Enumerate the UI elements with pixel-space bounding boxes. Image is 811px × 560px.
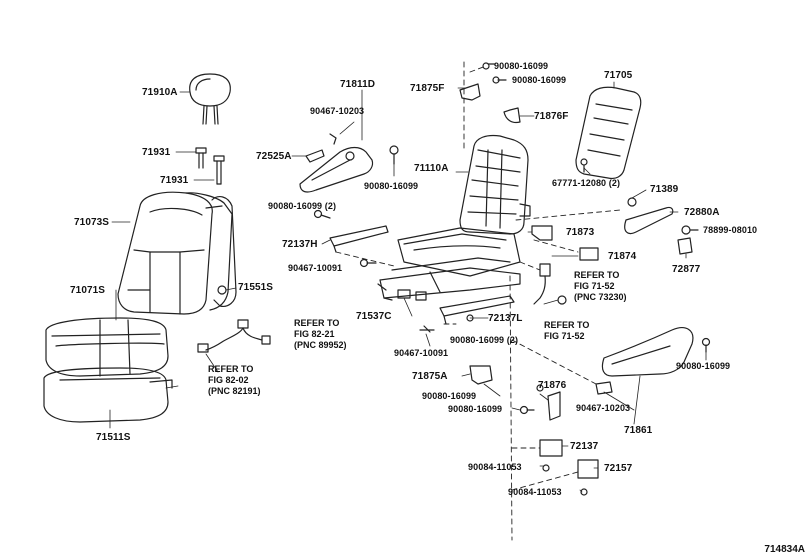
clip-drawing — [305, 149, 325, 163]
bolt-drawing — [313, 145, 399, 268]
part-label: 71811D — [340, 79, 376, 90]
part-label: 71551S — [238, 282, 274, 293]
part-label: 90080-16099 — [494, 61, 549, 71]
rail-cover-drawing — [329, 225, 389, 253]
part-label: 71931 — [160, 175, 189, 186]
hinge-cover-drawing — [299, 133, 374, 193]
part-label: 90467-10091 — [394, 348, 449, 358]
back-board-drawing — [575, 86, 642, 180]
part-label: 72137 — [570, 441, 599, 452]
part-label: 72877 — [672, 264, 701, 275]
diagram-code: 714834A — [764, 544, 805, 555]
part-label: 71875A — [412, 371, 448, 382]
part-label: 71861 — [624, 425, 653, 436]
part-label: 90467-10203 — [310, 106, 365, 116]
part-label: 90080-16099 — [676, 361, 731, 371]
upper-bracket-drawing — [459, 62, 521, 124]
part-label: 90080-16099 — [448, 404, 503, 414]
part-label: 90080-16099 — [364, 181, 419, 191]
part-label: 71876F — [534, 111, 569, 122]
headrest-guide-drawing — [195, 147, 225, 185]
lower-bracket-drawing — [469, 365, 561, 421]
part-label: 71389 — [650, 184, 679, 195]
part-label: 71910A — [142, 87, 178, 98]
part-label: 67771-12080 (2) — [552, 178, 621, 188]
part-label: 71705 — [604, 70, 633, 81]
seatback-cover-drawing — [117, 191, 233, 315]
part-label: 71110A — [414, 163, 449, 174]
part-label: 90080-16099 (2) — [268, 201, 337, 211]
part-label: 71875F — [410, 83, 445, 94]
part-label: 90084-11053 — [468, 462, 522, 472]
part-label: 71537C — [356, 311, 392, 322]
small-bracket-drawing — [531, 225, 599, 261]
part-label: 72525A — [256, 151, 292, 162]
part-label: 90467-10203 — [576, 403, 631, 413]
part-label: 71874 — [608, 251, 637, 262]
part-label: 72137H — [282, 239, 318, 250]
part-label: 71931 — [142, 147, 171, 158]
part-label: 90084-11053 — [508, 487, 562, 497]
part-label: 71873 — [566, 227, 595, 238]
part-label: 72137L — [488, 313, 523, 324]
part-label: 71511S — [96, 432, 131, 443]
cushion-pad-drawing — [43, 367, 173, 423]
dashed-guides — [335, 61, 621, 541]
wire-harness-drawing — [197, 319, 271, 353]
cushion-cover-drawing — [45, 317, 169, 377]
part-label: 90080-16099 — [512, 75, 567, 85]
part-label: 72880A — [684, 207, 720, 218]
side-cover-drawing — [595, 327, 711, 395]
seat-frame-drawing — [377, 134, 531, 301]
part-label: 71071S — [70, 285, 106, 296]
part-label: 78899-08010 — [703, 225, 758, 235]
side-pad-drawing — [211, 196, 237, 307]
part-label: 90080-16099 — [422, 391, 477, 401]
part-label: 90080-16099 (2) — [450, 335, 519, 345]
headrest-drawing — [189, 73, 231, 125]
part-label: 72157 — [604, 463, 633, 474]
part-label: 71876 — [538, 380, 567, 391]
leader-lines — [109, 81, 707, 493]
part-label: 90467-10091 — [288, 263, 343, 273]
part-label: 71073S — [74, 217, 110, 228]
